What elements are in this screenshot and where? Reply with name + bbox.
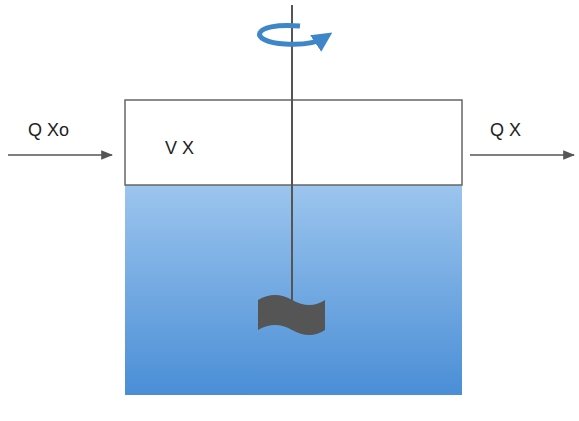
tank-label: V X (165, 138, 194, 160)
outflow-arrow (470, 154, 574, 156)
flow-label: Q X (490, 120, 521, 142)
stirrer-shaft (291, 5, 293, 318)
impeller (258, 295, 325, 335)
flow-label: Q Xo (28, 120, 69, 142)
inflow-arrow (8, 154, 112, 156)
liquid (125, 185, 462, 395)
tank-headspace (125, 100, 462, 185)
reactor-tank: V X (125, 100, 462, 395)
rotation-arrow (260, 25, 324, 44)
